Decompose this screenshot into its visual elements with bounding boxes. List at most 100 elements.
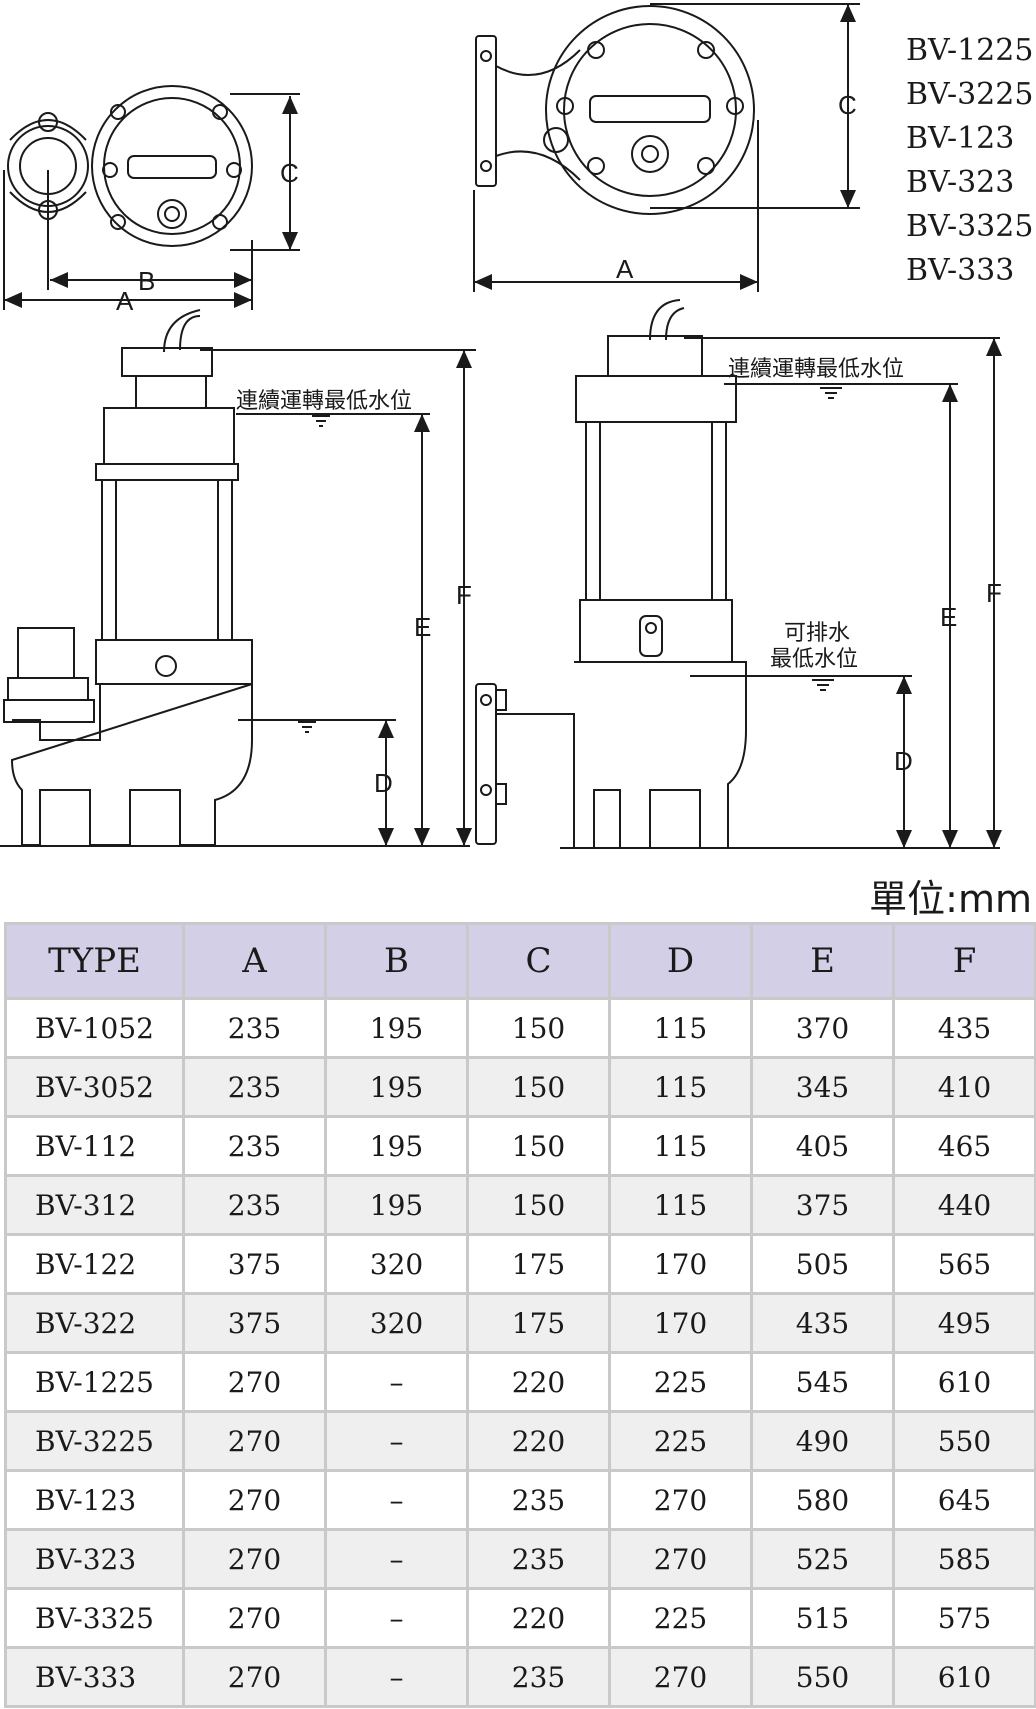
dim-a-label-top-left: A — [116, 286, 134, 316]
cell-b: – — [324, 1410, 469, 1472]
cell-d: 225 — [608, 1410, 753, 1472]
cell-e: 435 — [750, 1292, 895, 1354]
cell-e: 370 — [750, 997, 895, 1059]
cell-a: 270 — [182, 1469, 327, 1531]
column-header-type: TYPE — [4, 922, 185, 1000]
cell-c: 235 — [466, 1528, 611, 1590]
cell-type: BV-323 — [4, 1528, 185, 1590]
cell-a: 270 — [182, 1646, 327, 1708]
cell-type: BV-3225 — [4, 1410, 185, 1472]
cell-a: 375 — [182, 1233, 327, 1295]
cell-type: BV-122 — [4, 1233, 185, 1295]
top-view-small-pump — [7, 85, 253, 247]
cell-f: 610 — [892, 1351, 1036, 1413]
cell-f: 410 — [892, 1056, 1036, 1118]
cell-c: 235 — [466, 1646, 611, 1708]
column-header-c: C — [466, 922, 611, 1000]
cell-f: 440 — [892, 1174, 1036, 1236]
cell-e: 505 — [750, 1233, 895, 1295]
side-view-large-pump — [475, 299, 747, 849]
cell-b: – — [324, 1587, 469, 1649]
model-label-5: BV-3325 — [906, 209, 1033, 244]
cell-d: 270 — [608, 1646, 753, 1708]
column-header-d: D — [608, 922, 753, 1000]
cell-b: 195 — [324, 1115, 469, 1177]
cell-type: BV-1052 — [4, 997, 185, 1059]
dim-d-label-right: D — [894, 746, 913, 776]
cell-b: – — [324, 1646, 469, 1708]
cell-b: 195 — [324, 1056, 469, 1118]
cell-b: 320 — [324, 1233, 469, 1295]
cell-a: 235 — [182, 1115, 327, 1177]
column-header-b: B — [324, 922, 469, 1000]
cell-f: 435 — [892, 997, 1036, 1059]
cell-f: 565 — [892, 1233, 1036, 1295]
unit-label: 單位:mm — [869, 877, 1032, 921]
cell-e: 550 — [750, 1646, 895, 1708]
model-label-2: BV-3225 — [906, 77, 1033, 112]
cell-d: 115 — [608, 1115, 753, 1177]
pump-dimension-drawing: B A C A C BV-1225 BV-3225 BV-123 BV-323 … — [0, 3, 1033, 849]
cell-a: 270 — [182, 1410, 327, 1472]
cell-d: 270 — [608, 1528, 753, 1590]
cell-a: 270 — [182, 1351, 327, 1413]
cell-e: 375 — [750, 1174, 895, 1236]
cell-f: 645 — [892, 1469, 1036, 1531]
cell-a: 375 — [182, 1292, 327, 1354]
cell-a: 235 — [182, 1056, 327, 1118]
model-label-6: BV-333 — [906, 253, 1014, 288]
cell-b: 195 — [324, 997, 469, 1059]
cell-d: 225 — [608, 1587, 753, 1649]
cell-type: BV-312 — [4, 1174, 185, 1236]
column-header-a: A — [182, 922, 327, 1000]
cell-d: 115 — [608, 1174, 753, 1236]
cell-d: 225 — [608, 1351, 753, 1413]
cell-a: 235 — [182, 1174, 327, 1236]
cell-b: 320 — [324, 1292, 469, 1354]
cell-f: 495 — [892, 1292, 1036, 1354]
cell-f: 550 — [892, 1410, 1036, 1472]
cell-c: 150 — [466, 1115, 611, 1177]
cell-b: – — [324, 1351, 469, 1413]
cell-c: 220 — [466, 1587, 611, 1649]
cell-d: 115 — [608, 997, 753, 1059]
cell-type: BV-112 — [4, 1115, 185, 1177]
cell-type: BV-322 — [4, 1292, 185, 1354]
cell-a: 235 — [182, 997, 327, 1059]
side-view-small-pump — [3, 309, 253, 846]
cell-type: BV-333 — [4, 1646, 185, 1708]
cell-c: 235 — [466, 1469, 611, 1531]
cell-e: 515 — [750, 1587, 895, 1649]
cell-e: 580 — [750, 1469, 895, 1531]
cell-c: 175 — [466, 1233, 611, 1295]
cell-e: 345 — [750, 1056, 895, 1118]
table-header-row: TYPE A B C D E F — [4, 922, 1036, 1000]
cell-e: 525 — [750, 1528, 895, 1590]
dim-f-label-right: F — [986, 578, 1002, 608]
cell-b: – — [324, 1528, 469, 1590]
cell-d: 115 — [608, 1056, 753, 1118]
cell-type: BV-123 — [4, 1469, 185, 1531]
cell-f: 610 — [892, 1646, 1036, 1708]
dim-e-label-left: E — [414, 612, 431, 642]
cell-a: 270 — [182, 1587, 327, 1649]
dim-c-label-top-left: C — [280, 158, 299, 188]
cell-f: 465 — [892, 1115, 1036, 1177]
dim-f-label-left: F — [456, 580, 472, 610]
cell-d: 170 — [608, 1233, 753, 1295]
cell-e: 405 — [750, 1115, 895, 1177]
cell-e: 490 — [750, 1410, 895, 1472]
model-label-3: BV-123 — [906, 121, 1014, 156]
